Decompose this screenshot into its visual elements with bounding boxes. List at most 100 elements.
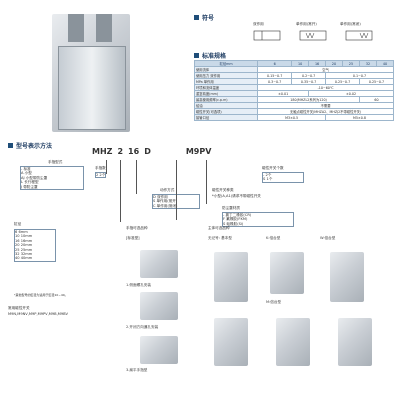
spec-cell: M3×0.5 — [257, 114, 327, 121]
switch-count-title: 磁性开关个数 — [262, 166, 284, 170]
connector-line — [106, 160, 107, 174]
pull-item: 2.开闭方向通孔安装 — [126, 325, 159, 329]
finger-type-row: A 小型 — [21, 171, 83, 175]
switch-models-title: 常用磁性开关 — [8, 306, 30, 310]
action-row: S 单作用(常开) — [153, 199, 199, 203]
finger-type-row: L 长行程型 — [21, 180, 83, 184]
finger-count: 2 2个 — [95, 172, 107, 179]
desc: 25mm — [20, 247, 33, 252]
desc: 带防尘罩 — [23, 184, 38, 189]
desc: 双作用 — [156, 195, 168, 199]
code: 10 — [15, 234, 20, 239]
body-item: 无记号: 基本型 — [208, 236, 232, 240]
body-option-photo — [338, 318, 372, 366]
body-option-photo — [214, 252, 248, 302]
section-marker-icon — [8, 143, 13, 148]
desc: 6mm — [18, 230, 28, 234]
body-item: K:倍台型 — [266, 236, 281, 240]
code: D — [153, 195, 156, 199]
pull-item: 1.侧面螺孔安装 — [126, 283, 151, 287]
desc: 单作用(常开) — [156, 199, 178, 204]
code: A — [21, 171, 24, 176]
desc: 小型带防尘罩 — [25, 175, 48, 180]
code: S — [153, 199, 156, 204]
bore-row: 16 16mm — [15, 239, 55, 243]
bore-row: 6 6mm — [15, 230, 55, 234]
finger-option-photo — [140, 250, 178, 278]
body-item: W:倍台型 — [320, 236, 336, 240]
code: C — [153, 203, 156, 208]
desc: 2个 — [265, 173, 272, 177]
option-row: S 硅橡胶(Si) — [223, 222, 293, 226]
switch-count-table: - 2个 S 1个 — [262, 172, 304, 183]
spec-title: 标准规格 — [202, 53, 227, 60]
symbol-label-no: 单作用(常开) — [296, 22, 317, 26]
body-option-photo — [270, 252, 304, 294]
spec-table: 缸径mm 6 10 16 20 25 32 40 使用流体 空气 使用压力 双作… — [193, 60, 395, 121]
body-title: 主体可选品种 — [208, 226, 230, 230]
connector-line — [136, 160, 137, 194]
bore-row: 32 32mm — [15, 252, 55, 256]
switch-models: M9N,M9NV,M9P,M9PV,M9B,M9BV — [8, 312, 68, 316]
body-item: M:倍台型 — [266, 300, 282, 304]
code-action: D — [144, 147, 151, 156]
code: L — [21, 180, 24, 185]
body-option-photo — [276, 318, 310, 366]
body-option-photo — [330, 252, 364, 302]
option-title: 防尘罩材质 — [222, 206, 240, 210]
bore-table: 6 6mm 10 10mm 16 16mm 20 20mm 25 25mm 32… — [14, 229, 56, 262]
action-title: 动作方式 — [160, 188, 175, 192]
bore-row: 10 10mm — [15, 234, 55, 238]
bore-title: 缸径 — [14, 222, 22, 226]
code-switch: M9PV — [185, 147, 212, 156]
switch-count-row: S 1个 — [263, 177, 303, 181]
desc: 氟橡胶(FKM) — [226, 217, 248, 222]
connector-line — [206, 160, 207, 204]
pull-title: 手指可选品种 — [126, 226, 148, 230]
desc: 1个 — [266, 177, 273, 182]
code: J — [21, 184, 23, 189]
finger-type-table: - 标准 A 小型 AJ 小型带防尘罩 L 长行程型 J 带防尘罩 — [20, 166, 84, 191]
finger-type-row: J 带防尘罩 — [21, 185, 83, 189]
model-header: 型号表示方法 — [8, 141, 52, 150]
desc: 小型 — [24, 171, 32, 176]
action-row: C 单作用(常闭) — [153, 204, 199, 208]
finger-count-title: 手指数 — [95, 166, 106, 170]
model-title: 型号表示方法 — [16, 143, 53, 150]
finger-type-title: 手指型式 — [48, 160, 63, 164]
switch-count-row: - 2个 — [263, 173, 303, 177]
symbol-title: 符号 — [202, 15, 215, 22]
model-code: MHZ 2 16 D M9PV — [92, 147, 211, 156]
spec-header: 标准规格 — [194, 51, 226, 60]
bore-row: 20 20mm — [15, 243, 55, 247]
std-label: [标准型] — [126, 236, 140, 240]
option-row: - 氯丁二橡胶(CR) — [223, 213, 293, 217]
desc: 长行程型 — [24, 180, 39, 185]
desc: 单作用(常闭) — [156, 203, 178, 208]
code: 20 — [15, 243, 20, 248]
switch-type-title: 磁性开关种类 — [212, 188, 234, 192]
code: AJ — [21, 175, 25, 180]
desc: 10mm — [20, 234, 33, 239]
gripper-body — [58, 46, 126, 130]
finger-type-row: AJ 小型带防尘罩 — [21, 176, 83, 180]
code-bore: 16 — [128, 147, 140, 156]
pull-item: 3.扁平手指型 — [126, 368, 148, 372]
connector-line — [176, 160, 177, 220]
symbol-label-nc: 单作用(常闭) — [340, 22, 361, 26]
body-option-photo — [214, 318, 248, 366]
bore-note: *其他型号的缸径为适用于缸径10~40。 — [14, 293, 68, 297]
spec-row: 接管口径 M3×0.5 M5×0.8 — [193, 114, 394, 121]
symbol-header: 符号 — [194, 13, 214, 22]
code: F — [223, 217, 226, 222]
code: 6 — [15, 230, 18, 234]
switch-note: *小型(A,A1)请求不带磁性开关 — [212, 194, 261, 198]
action-row: D 双作用 — [153, 195, 199, 199]
code: 32 — [15, 252, 20, 257]
spec-cell: M5×0.8 — [325, 114, 394, 121]
code: S — [263, 177, 266, 182]
code: 40 — [15, 256, 20, 261]
code-fingers: 2 — [117, 147, 124, 156]
desc: 32mm — [20, 252, 33, 257]
section-marker-icon — [194, 15, 199, 20]
